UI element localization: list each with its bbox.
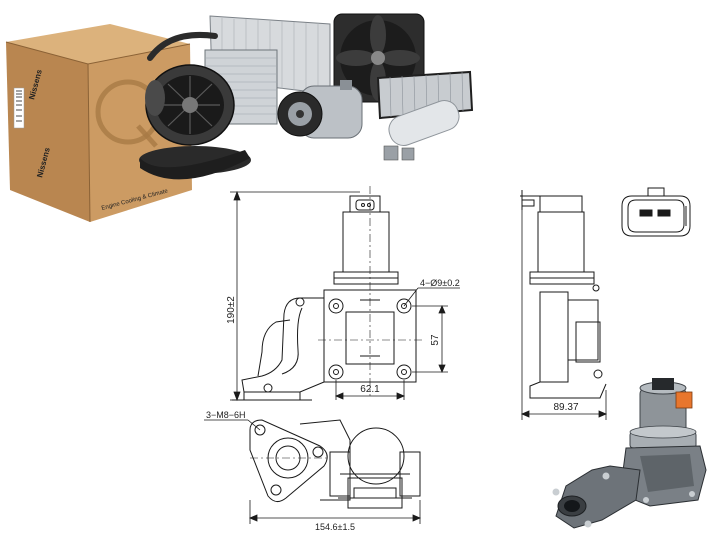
- hole-callout-leader: [403, 287, 460, 307]
- front-height-label: 190±2: [226, 296, 237, 324]
- front-view-drawing: [232, 186, 422, 401]
- side-depth-dimension: [520, 210, 608, 420]
- blower-motor-image: [139, 64, 251, 180]
- thread-callout-leader: [204, 419, 261, 431]
- bottom-view-drawing: [249, 419, 421, 509]
- receiver-drier-image: [383, 100, 460, 161]
- egr-valve-photo: [552, 378, 707, 529]
- front-horizontal-label: 62.1: [360, 384, 380, 395]
- product-photo-group: Nissens Nissens Engine Cooling & Climate: [5, 13, 474, 223]
- hole-callout-label: 4−Ø9±0.2: [420, 278, 460, 288]
- connector-detail-drawing: [621, 187, 691, 237]
- side-depth-label: 89.37: [553, 402, 578, 413]
- ac-compressor-image: [277, 80, 363, 139]
- hose-pipe-image: [147, 32, 218, 61]
- front-horizontal-dimension: [334, 380, 406, 400]
- front-height-dimension: [230, 190, 360, 402]
- front-vertical-dimension: [412, 304, 448, 374]
- front-vertical-label: 57: [430, 334, 441, 346]
- thread-callout-label: 3−M8−6H: [206, 410, 246, 420]
- bottom-width-dimension: [248, 500, 422, 524]
- bottom-width-label: 154.6±1.5: [315, 522, 355, 532]
- side-view-drawing: [520, 190, 607, 399]
